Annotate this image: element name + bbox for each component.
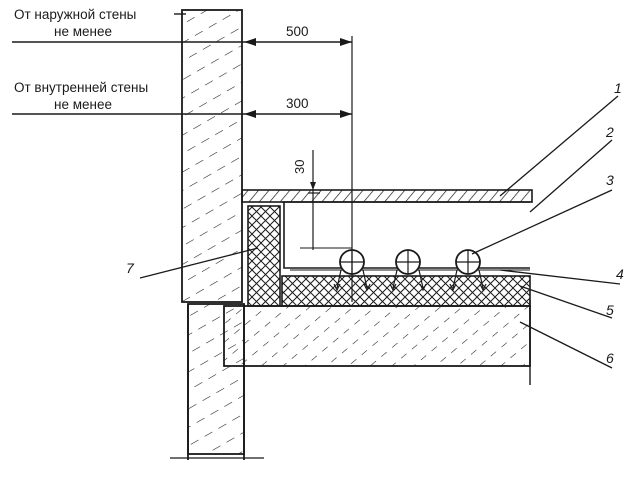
inner-wall-label-line2: не менее: [54, 97, 112, 112]
outer-wall-label-line1: От наружной стены: [14, 7, 137, 22]
edge-insulation: [247, 205, 281, 307]
insulation-layer: [281, 275, 531, 307]
pipe-3: [449, 249, 487, 292]
dimension-500-label: 500: [286, 24, 309, 39]
dimension-300: [12, 110, 352, 118]
outer-wall-label-line2: не менее: [54, 24, 112, 39]
leader-lines: [139, 95, 621, 369]
inner-wall-label-line1: От внутренней стены: [14, 80, 149, 95]
callout-1: 1: [614, 80, 622, 96]
callout-6: 6: [606, 350, 614, 366]
callout-3: 3: [606, 172, 614, 188]
dimension-30-label: 30: [292, 159, 307, 174]
pipe-2: [389, 249, 427, 292]
floor-slab: [223, 300, 531, 385]
dimension-30: [300, 150, 352, 250]
callout-7: 7: [126, 260, 134, 276]
dimension-500: [12, 13, 353, 302]
wall-upper: [181, 9, 243, 303]
callout-2: 2: [606, 124, 614, 140]
dimension-300-label: 300: [286, 96, 309, 111]
floor-finish: [241, 189, 533, 203]
callout-5: 5: [606, 302, 614, 318]
callout-4: 4: [616, 266, 624, 282]
